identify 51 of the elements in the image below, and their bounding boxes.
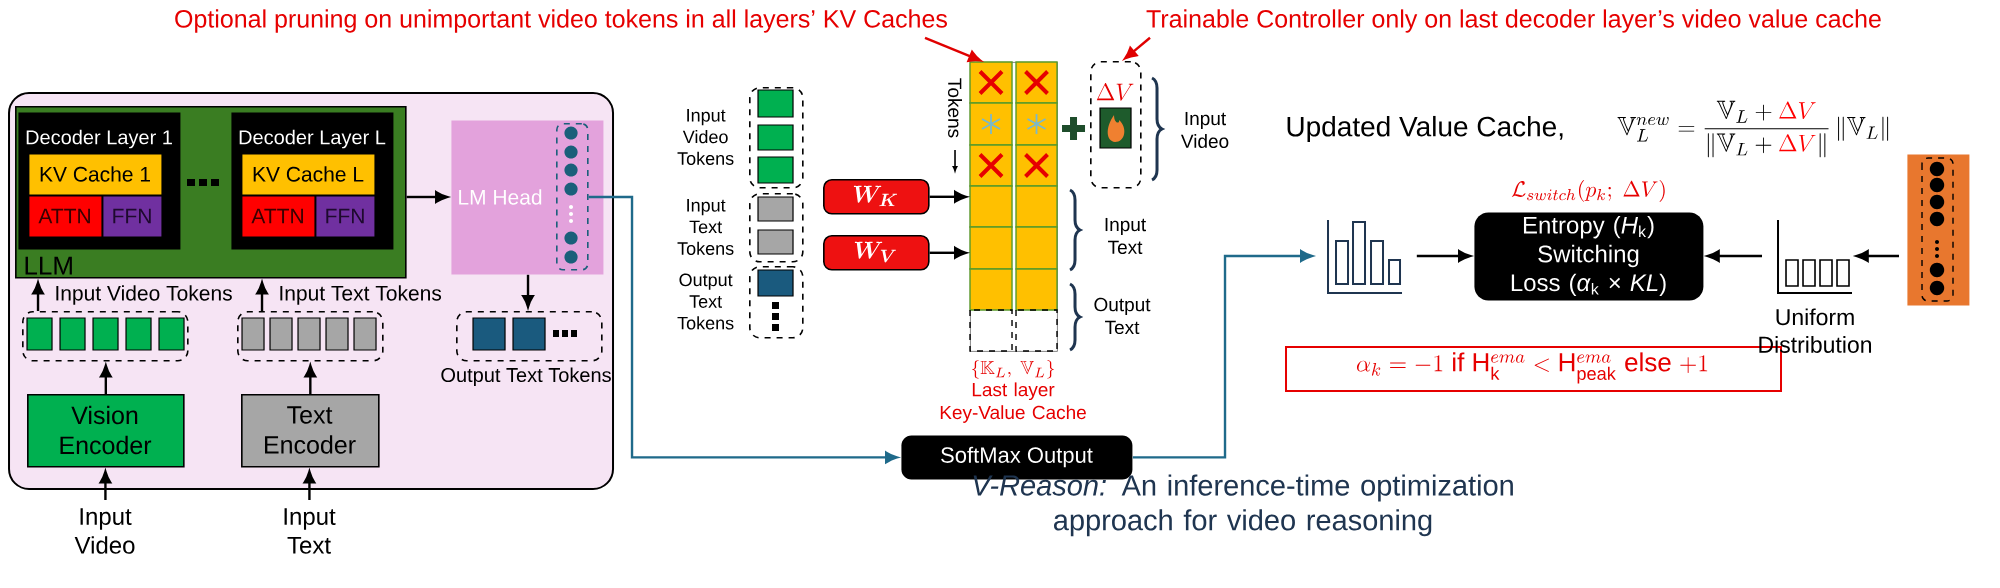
output-vector: [1907, 154, 1970, 306]
arrow: [1855, 250, 1899, 262]
kv-cache-box: KV Cache L: [242, 154, 375, 195]
group-label: Input Video Tokens: [677, 109, 734, 165]
node-label: Decoder Layer 1: [26, 129, 172, 149]
token-group: [237, 311, 384, 362]
arrow: [1416, 250, 1471, 262]
kv-cache-box: KV Cache 1: [29, 154, 162, 195]
arrow: [303, 470, 316, 500]
arrow: [32, 281, 44, 311]
arrow: [304, 364, 317, 394]
formula: $\mathbb{V}_L^{new} = \frac{\mathbb{V}_L+{\color{red}\Delta V}}{\|\mathbb{V}_L+{\color{red}\Delta V}\|}\,\|\mathbb{V}_L\|$: [1617, 100, 1889, 158]
arrow: [256, 281, 268, 311]
arrow: [99, 470, 112, 500]
loss-formula: $\mathcal{L}_{switch}(p_k;\ \Delta V)$: [1511, 180, 1665, 202]
bracket-label: Output Text: [1094, 297, 1151, 335]
arrow: [1706, 250, 1762, 262]
leader-line: [924, 36, 982, 62]
delta-v-box: $\Delta V$: [1090, 61, 1142, 189]
bracket-label: Input Video: [1181, 111, 1229, 149]
histogram-icon: [1327, 219, 1403, 294]
ffn-box: FFN: [103, 196, 162, 237]
loss-box: Entropy (H$_{k}$) Switching Loss (α$_{k}$ × KL): [1474, 212, 1704, 301]
arrow: [929, 246, 967, 259]
arrow: [1132, 250, 1313, 459]
attention-box: ATTN: [242, 196, 315, 237]
cache-formula: $\{\mathbb{K}_L,\ \mathbb{V}_L\}$: [972, 360, 1054, 379]
arrow: [522, 274, 534, 308]
token-group: [22, 311, 189, 362]
arrow: [929, 190, 967, 203]
arrow: [99, 364, 112, 394]
attention-box: ATTN: [29, 196, 102, 237]
input-label: Input Text: [284, 508, 336, 554]
output-vector: [556, 123, 589, 271]
axis-label: Tokens: [948, 78, 962, 138]
uniform-distribution-icon: [1777, 219, 1853, 294]
formula-text: Updated Value Cache,: [1287, 115, 1563, 143]
encoder-box: Vision Encoder: [27, 394, 185, 468]
bracket-label: Input Text: [1105, 217, 1146, 254]
annotation-text: Trainable Controller only on last decoder layer’s video value cache: [1146, 9, 1881, 33]
edge-label: Input Text Tokens: [280, 285, 442, 305]
lm-head-box: LM Head: [451, 120, 604, 275]
annotation-text: Optional pruning on unimportant video tokens in all layers’ KV Caches: [175, 9, 947, 33]
input-label: Input Video: [74, 508, 135, 554]
group-label: Output Text Tokens: [441, 367, 611, 387]
leader-line: [1124, 36, 1151, 60]
encoder-box: Text Encoder: [241, 394, 380, 468]
edge-label: Input Video Tokens: [56, 285, 232, 305]
ffn-box: FFN: [316, 196, 375, 237]
cache-caption: Last layer Key-Value Cache: [940, 382, 1086, 423]
arrow: [406, 191, 448, 203]
